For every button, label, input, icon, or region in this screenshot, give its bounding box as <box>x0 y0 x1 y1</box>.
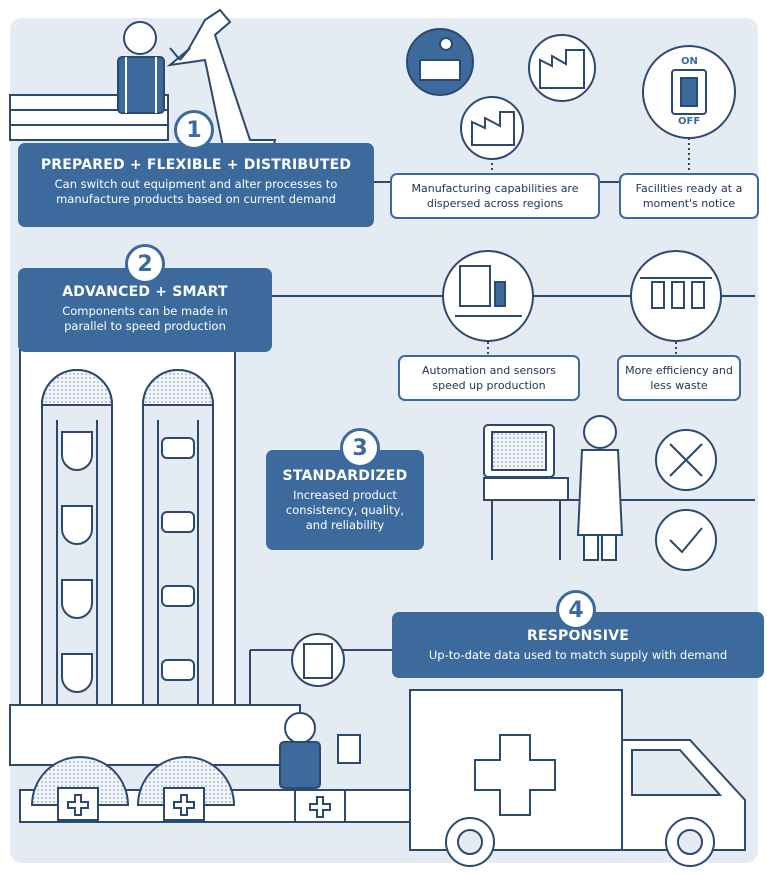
medical-truck-icon <box>409 689 746 867</box>
region-icons <box>406 28 596 160</box>
facilities-callout: Facilities ready at a moment's notice <box>619 173 759 219</box>
medical-cross-icon <box>474 734 556 816</box>
step-1-box: PREPARED + FLEXIBLE + DISTRIBUTED Can sw… <box>18 143 374 227</box>
production-tower <box>19 349 236 720</box>
step-1-number: 1 <box>174 110 214 150</box>
inspector-worker-icon <box>279 633 361 789</box>
computer-workstation <box>483 415 624 561</box>
step-4-title: RESPONSIVE <box>527 628 629 644</box>
step-2-title: ADVANCED + SMART <box>62 284 228 300</box>
power-switch-icon <box>642 45 736 139</box>
step-4-number: 4 <box>556 590 596 630</box>
step-2-description: Components can be made in parallel to sp… <box>62 304 228 333</box>
step-3-description: Increased product consistency, quality, … <box>285 488 405 532</box>
automation-icon <box>442 250 534 342</box>
approve-check-icon <box>655 509 717 571</box>
reject-icon <box>655 429 717 491</box>
step-2-number: 2 <box>125 244 165 284</box>
syringe-icon <box>630 250 722 342</box>
manufacturing-callout: Manufacturing capabilities are dispersed… <box>390 173 600 219</box>
worker-helmet-icon <box>123 21 157 55</box>
face-shield-icons <box>61 431 93 693</box>
face-mask-icons <box>161 437 195 681</box>
automation-callout: Automation and sensors speed up producti… <box>398 355 580 401</box>
switch-on-label: ON <box>681 56 698 67</box>
step-3-number: 3 <box>340 428 380 468</box>
factory-worker-scene <box>9 8 277 181</box>
switch-off-label: OFF <box>678 116 701 127</box>
step-4-description: Up-to-date data used to match supply wit… <box>428 648 728 662</box>
efficiency-callout: More efficiency and less waste <box>617 355 741 401</box>
step-1-description: Can switch out equipment and alter proce… <box>54 177 338 206</box>
step-3-title: STANDARDIZED <box>282 468 408 484</box>
step-1-title: PREPARED + FLEXIBLE + DISTRIBUTED <box>40 157 352 173</box>
step-3-box: STANDARDIZED Increased product consisten… <box>266 450 424 550</box>
conveyor-base <box>9 704 411 823</box>
